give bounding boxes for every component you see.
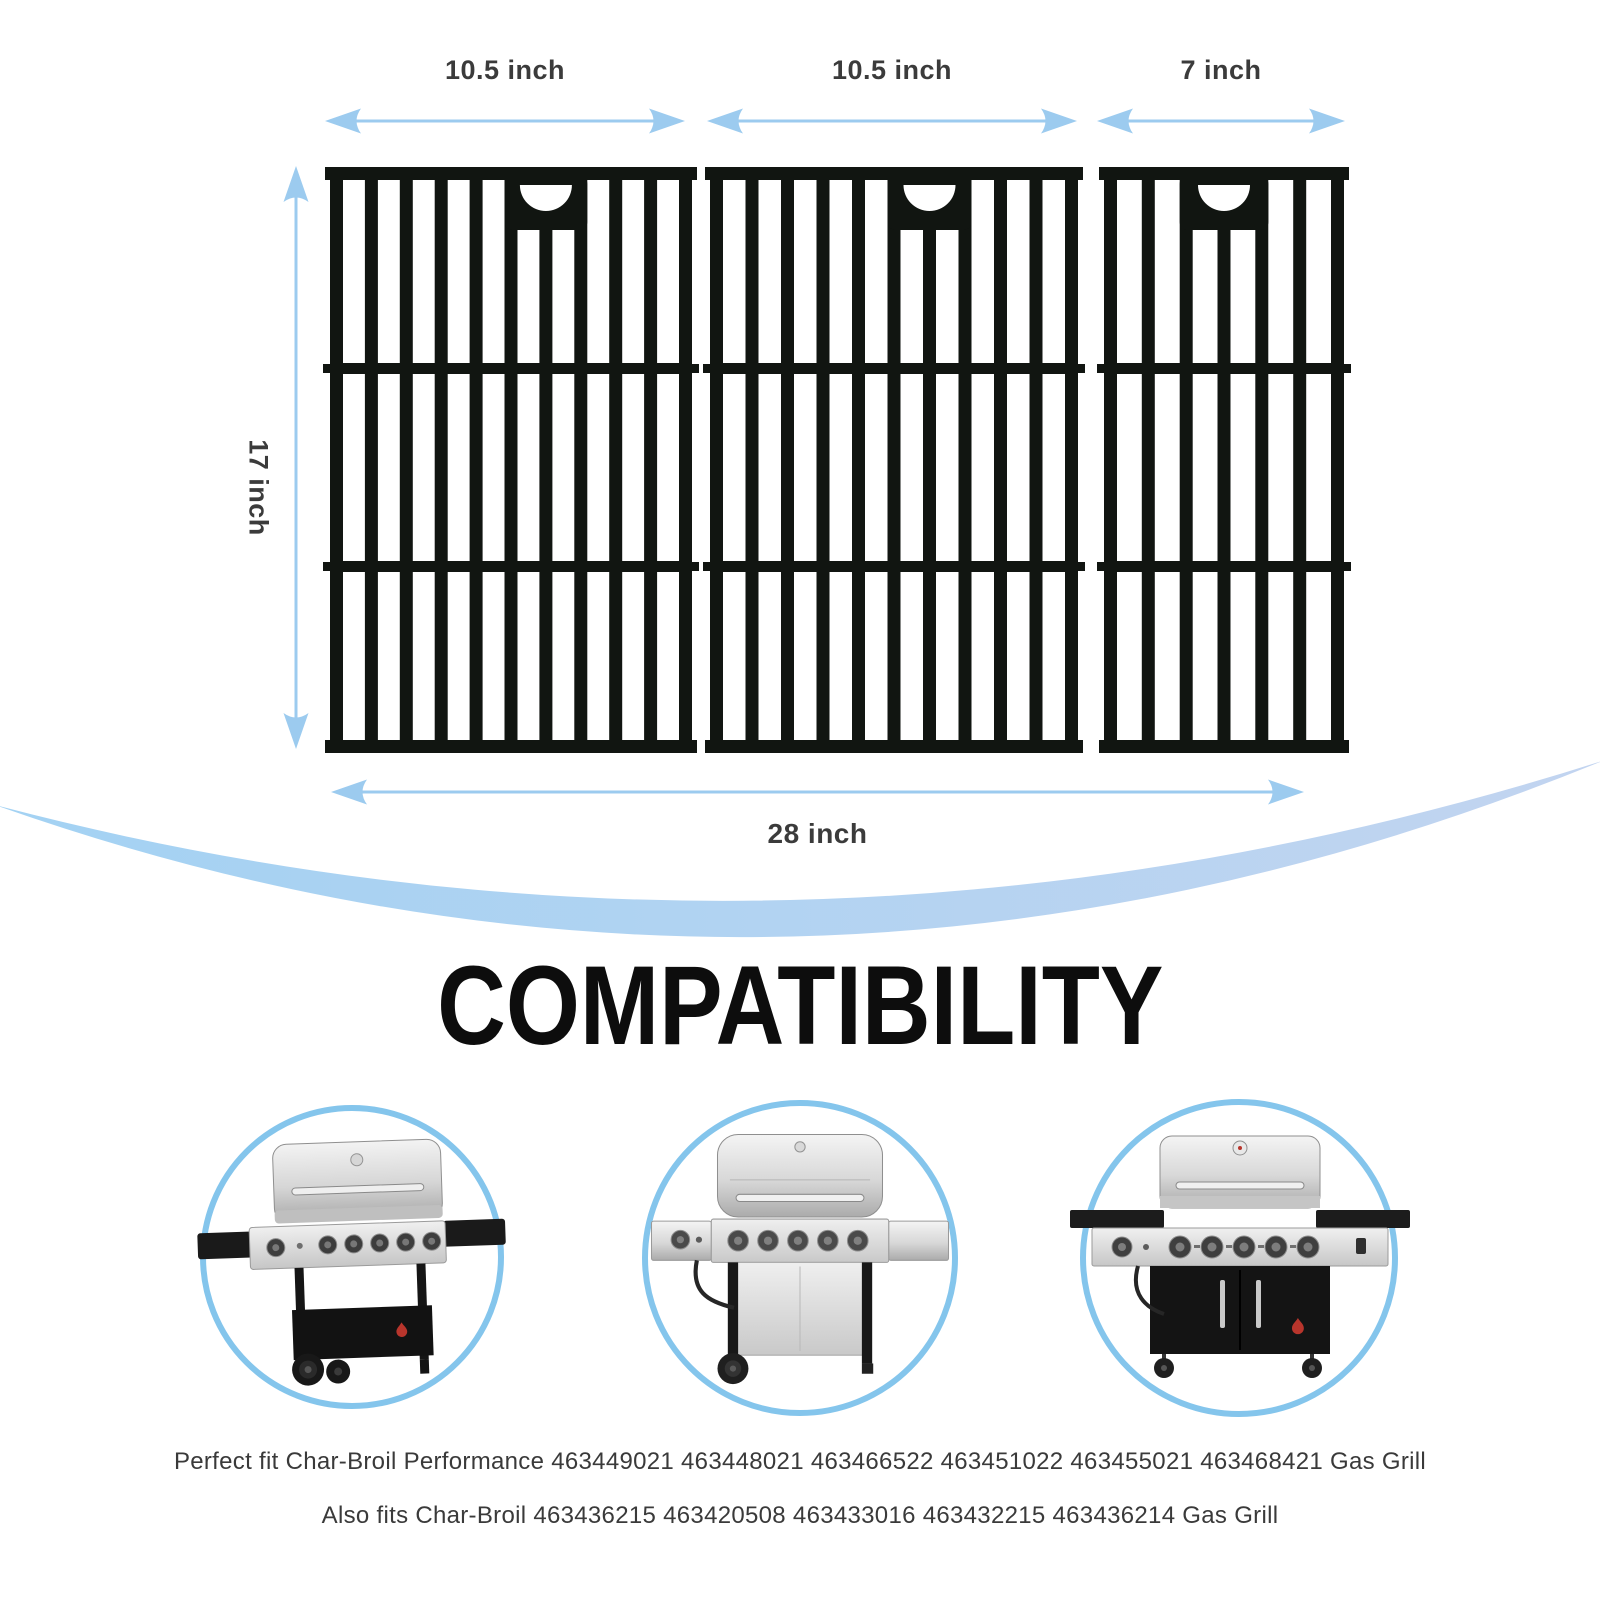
brand-flame-logo [396,1322,408,1338]
caster-wheels [1154,1354,1322,1378]
cart-bottom-panel [291,1305,434,1361]
dimension-arrow-total-width [331,779,1304,805]
grill-lid [716,1133,884,1218]
left-side-shelf [1070,1210,1164,1228]
dimension-arrow-grate1-width [325,108,685,134]
right-side-shelf [888,1220,950,1261]
cart-leg [861,1262,873,1364]
left-cooking-grate [323,167,699,753]
lid-badge [350,1153,364,1167]
grill-lid [1159,1135,1321,1209]
right-side-shelf [443,1218,506,1247]
compatibility-title: COMPATIBILITY [436,943,1164,1068]
dimension-label-grate2-width: 10.5 inch [831,55,953,85]
gas-hose [693,1259,735,1310]
swoosh-underline [0,761,1600,937]
right-side-shelf [1316,1210,1410,1228]
cabinet-door-handle [1220,1280,1225,1328]
grill-lid [272,1138,443,1224]
dimension-arrow-grate3-width [1097,108,1345,134]
dimension-label-total-width: 28 inch [767,818,868,849]
dimension-arrow-grate2-width [707,108,1077,134]
gas-hose [1133,1265,1165,1316]
cart-foot [419,1359,430,1374]
lid-badge [794,1141,806,1153]
gas-grill-illustration-3 [1070,1135,1410,1378]
gas-grill-illustration-2 [650,1133,950,1385]
burner-knobs [1111,1235,1366,1259]
middle-cooking-grate [703,167,1085,753]
gas-grill-illustration-1 [197,1138,506,1386]
right-cooking-grate [1097,167,1351,753]
dimension-label-grate1-width: 10.5 inch [444,55,566,85]
lid-handle [735,1193,865,1203]
dimension-arrow-height [283,166,309,749]
burner-knobs [670,1229,869,1252]
dimension-label-grate3-width: 7 inch [1180,55,1262,85]
footer-line-1: Perfect fit Char-Broil Performance 46344… [173,1448,1427,1475]
lid-handle [1175,1181,1305,1190]
burner-knobs [266,1231,442,1258]
cart-wheels [292,1353,351,1386]
ignition-button [1356,1238,1366,1254]
cart-foot [861,1363,874,1374]
dimension-label-height: 17 inch [243,439,274,536]
lid-handle [291,1183,425,1196]
cabinet-door-handle [1256,1280,1261,1328]
brand-flame-logo [1291,1318,1304,1335]
cart-wheel [717,1353,749,1385]
footer-line-2: Also fits Char-Broil 463436215 463420508… [321,1502,1279,1529]
cart-leg [727,1262,739,1364]
